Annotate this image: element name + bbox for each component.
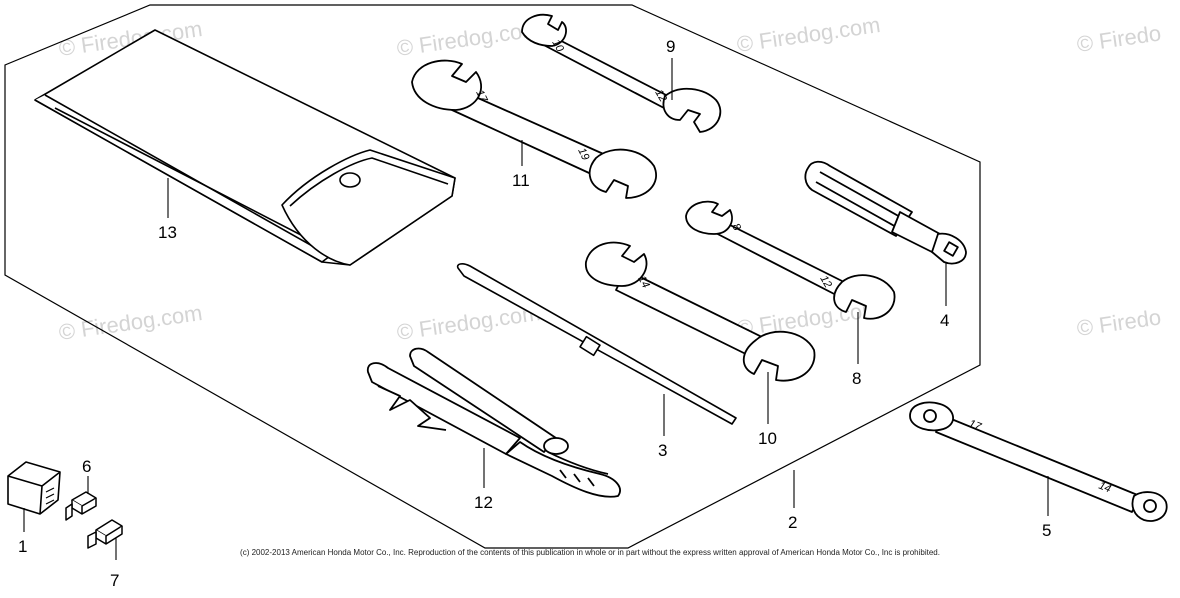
ring-wrench xyxy=(909,401,1168,522)
tool-kit-boundary xyxy=(4,4,981,549)
callout-6: 6 xyxy=(82,457,91,476)
copyright-notice: (c) 2002-2013 American Honda Motor Co., … xyxy=(240,548,940,557)
wrench-10x12 xyxy=(521,13,722,133)
wrench-stamp: 17 xyxy=(967,418,984,434)
screwdriver-handle xyxy=(804,160,967,265)
callout-12: 12 xyxy=(474,493,493,512)
callout-7: 7 xyxy=(110,571,119,590)
callout-1: 1 xyxy=(18,537,27,556)
callout-11: 11 xyxy=(512,171,530,190)
callouts: 1 2 3 4 5 6 7 8 9 10 11 12 13 xyxy=(18,37,1051,590)
pliers xyxy=(366,347,621,498)
callout-2: 2 xyxy=(788,513,797,532)
screwdriver-blade xyxy=(456,263,737,425)
watermark: © Firedog.com xyxy=(735,12,882,57)
callout-13: 13 xyxy=(158,223,177,242)
wrench-stamp: 14 xyxy=(635,274,651,290)
wrench-14 xyxy=(585,241,816,382)
tool-bag xyxy=(34,29,456,266)
callout-5: 5 xyxy=(1042,521,1051,540)
wrench-stamp: 12 xyxy=(652,88,669,105)
wrench-8x12 xyxy=(685,200,896,320)
callout-10: 10 xyxy=(758,429,777,448)
leader-lines xyxy=(23,58,1049,560)
callout-9: 9 xyxy=(666,37,675,56)
watermark: © Firedog.com xyxy=(57,300,204,345)
fuse-cover xyxy=(7,461,61,515)
fuse-small xyxy=(87,519,123,549)
fuse-large xyxy=(65,491,97,521)
watermark: © Firedo xyxy=(1075,304,1162,341)
wrench-stamp: 19 xyxy=(575,146,591,162)
callout-8: 8 xyxy=(852,369,861,388)
wrench-stamp: 17 xyxy=(473,88,490,105)
callout-3: 3 xyxy=(658,441,667,460)
wrench-stamp: 12 xyxy=(817,274,834,291)
wrench-17x19 xyxy=(411,59,657,199)
watermark: © Firedo xyxy=(1075,20,1162,57)
wrench-stamp: 14 xyxy=(1097,480,1113,496)
callout-4: 4 xyxy=(940,311,949,330)
watermark: © Firedog.com xyxy=(395,16,542,61)
